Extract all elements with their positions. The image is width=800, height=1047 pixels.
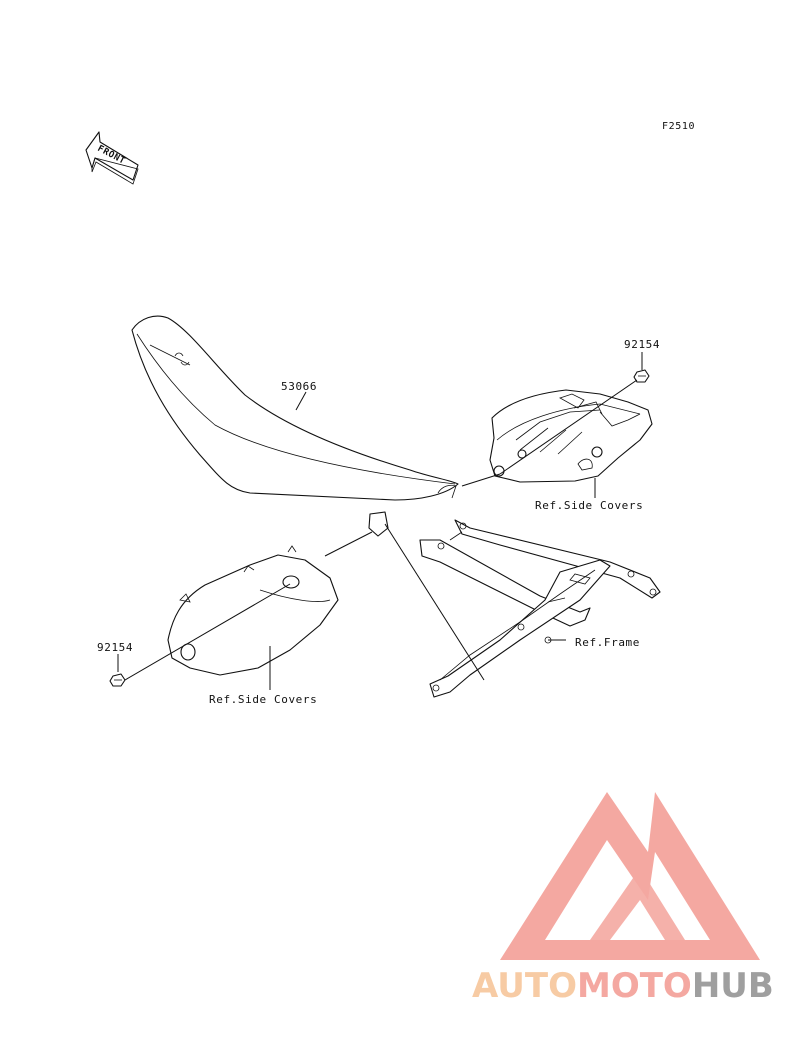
figure-code: F2510 [662,121,695,132]
bolt-right-icon [633,369,650,383]
frame-drawing [419,519,661,698]
logo-text-moto: MOTO [577,966,692,1006]
seat-drawing [131,315,459,537]
bolt-left-part-number: 92154 [97,641,133,654]
front-arrow-icon: FRONT [85,131,139,185]
bolt-right-part-number: 92154 [624,338,660,351]
right-side-cover-drawing [489,389,653,483]
leader-lines [117,352,643,690]
ref-side-covers-left-label: Ref.Side Covers [209,693,317,706]
bolt-left-icon [109,673,126,687]
left-side-cover-drawing [167,545,339,676]
automotohub-logo: AUTOMOTOHUB [472,792,774,1006]
svg-text:AUTOMOTOHUB: AUTOMOTOHUB [472,966,774,1006]
logo-text-hub: HUB [692,966,774,1006]
seat-part-number: 53066 [281,380,317,393]
logo-triangle-shape [500,792,760,960]
logo-text-auto: AUTO [472,966,577,1006]
ref-frame-label: Ref.Frame [575,636,640,649]
ref-side-covers-right-label: Ref.Side Covers [535,499,643,512]
